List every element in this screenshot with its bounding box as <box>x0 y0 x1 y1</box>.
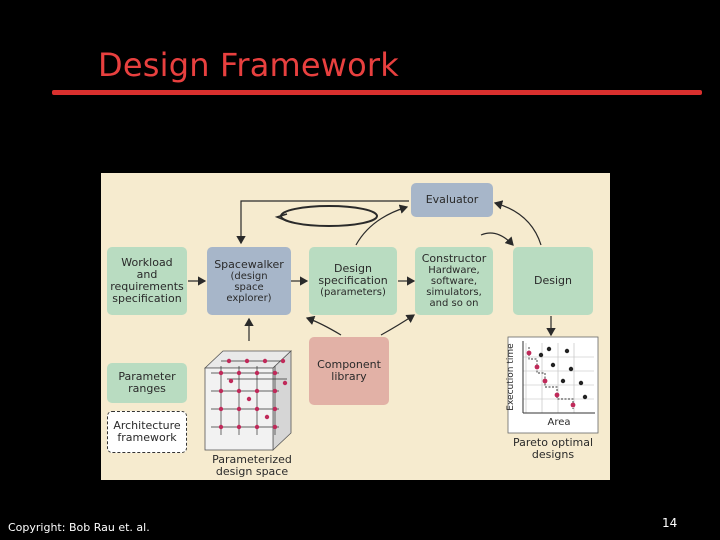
architecture-framework-label: Architecture framework <box>113 419 181 444</box>
plot-y-label: Execution time <box>506 343 516 411</box>
pareto-label: Pareto optimal designs <box>512 436 594 461</box>
design-spec-title: Design specification <box>318 262 388 287</box>
loop-icon <box>280 205 378 227</box>
arrow-designspec-evaluator <box>355 204 409 246</box>
arrow-component-designspec <box>305 315 342 336</box>
constructor-box: Constructor Hardware, software, simulato… <box>415 247 493 315</box>
spacewalker-sub: (design space explorer) <box>226 270 272 304</box>
design-spec-sub: (parameters) <box>320 287 386 298</box>
constructor-sub: Hardware, software, simulators, and so o… <box>426 265 482 309</box>
architecture-framework-box: Architecture framework <box>107 411 187 453</box>
title-underline <box>52 90 702 95</box>
component-library-label: Component library <box>317 358 381 383</box>
design-spec-box: Design specification (parameters) <box>309 247 397 315</box>
copyright-text: Copyright: Bob Rau et. al. <box>8 521 150 534</box>
workload-label: Workload and requirements specification <box>110 256 184 305</box>
arrow-evaluator-spacewalker <box>236 200 409 245</box>
workload-box: Workload and requirements specification <box>107 247 187 315</box>
arrow-constructor-design <box>480 232 514 246</box>
design-framework-figure: Evaluator Workload and requirements spec… <box>101 173 610 480</box>
parameter-space-cube <box>203 350 293 451</box>
design-box: Design <box>513 247 593 315</box>
spacewalker-title: Spacewalker <box>214 257 284 271</box>
design-label: Design <box>534 274 572 287</box>
slide-title: Design Framework <box>98 46 399 84</box>
evaluator-box: Evaluator <box>411 183 493 217</box>
diagram-arrows <box>188 200 599 451</box>
evaluator-label: Evaluator <box>425 193 479 206</box>
constructor-title: Constructor <box>421 252 487 265</box>
arrow-component-constructor <box>380 314 415 336</box>
parameter-ranges-label: Parameter ranges <box>118 370 176 395</box>
page-number: 14 <box>662 516 678 530</box>
pareto-plot <box>507 336 599 434</box>
component-library-box: Component library <box>309 337 389 405</box>
param-space-label: Parameterized design space <box>212 453 292 478</box>
spacewalker-box: Spacewalker (design space explorer) <box>207 247 291 315</box>
arrow-design-evaluator <box>493 200 542 246</box>
plot-x-label: Area <box>547 417 571 428</box>
parameter-ranges-box: Parameter ranges <box>107 363 187 403</box>
